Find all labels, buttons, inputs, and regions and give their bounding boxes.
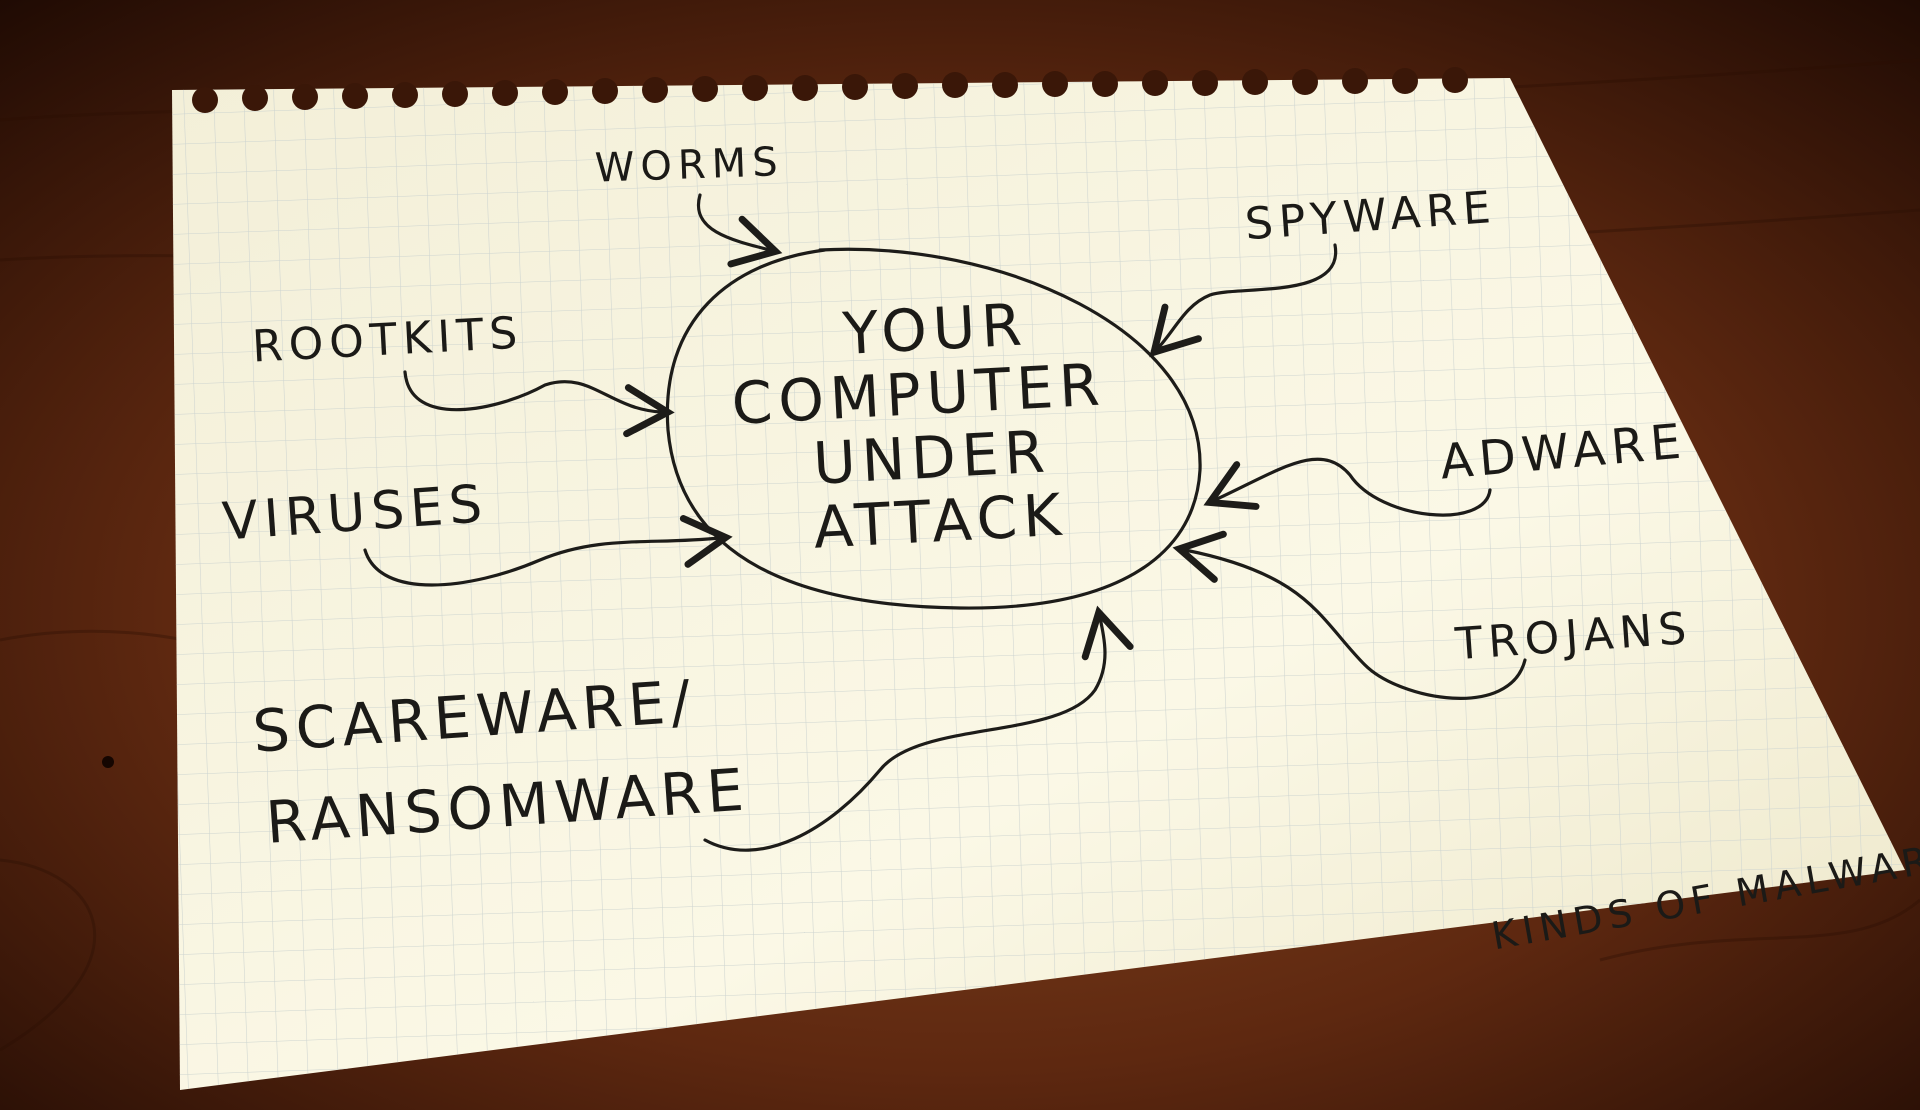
viruses-arrow	[363, 515, 733, 587]
label-worms: WORMS	[594, 139, 784, 192]
adware-arrow	[1203, 457, 1492, 517]
perforation-holes	[192, 67, 1468, 113]
trojans-arrow	[1172, 530, 1527, 700]
center-label-line3: UNDER	[812, 417, 1053, 497]
scareware-arrow	[703, 605, 1134, 852]
center-label-line1: YOUR	[840, 290, 1029, 368]
worms-arrow	[696, 193, 783, 268]
center-circle	[665, 247, 1202, 610]
rootkits-arrow	[403, 370, 675, 438]
spyware-arrow	[1149, 243, 1338, 358]
wood-knot	[102, 756, 114, 768]
center-label-line4: ATTACK	[812, 481, 1069, 562]
